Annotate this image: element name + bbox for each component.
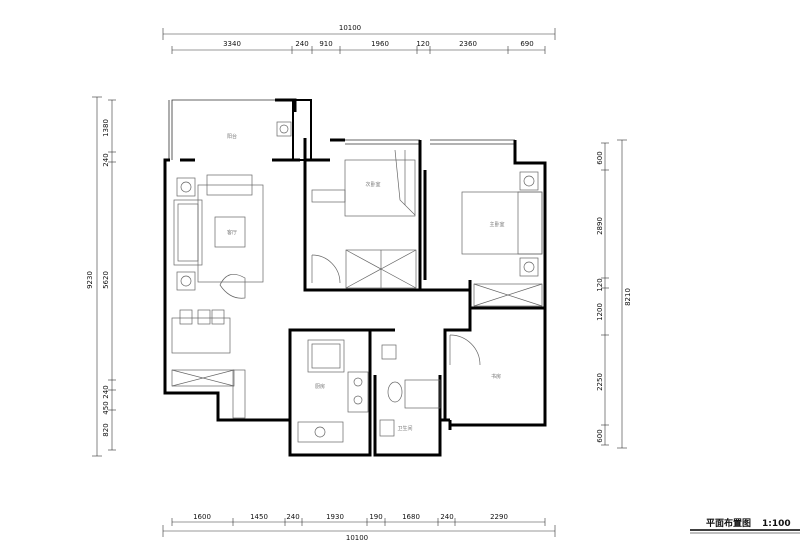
left-seg-4: 240 [102, 385, 110, 398]
left-seg-6: 820 [102, 423, 110, 436]
top-seg-3: 910 [319, 40, 332, 48]
drawing-title: 平面布置图 1:100 [690, 517, 800, 534]
top-seg-2: 240 [295, 40, 308, 48]
left-dimensions: 9230 1380 240 5620 240 450 820 [86, 96, 116, 457]
right-total-label: 8210 [624, 288, 632, 306]
top-seg-7: 690 [520, 40, 533, 48]
room-second-bedroom: 次卧室 [365, 181, 380, 188]
left-seg-5: 450 [102, 401, 110, 414]
right-seg-1: 600 [596, 151, 604, 164]
bottom-seg-3: 240 [286, 513, 299, 521]
top-dimensions: 10100 3340 240 910 1960 120 2360 690 [162, 24, 556, 54]
top-seg-5: 120 [416, 40, 429, 48]
bottom-seg-4: 1930 [326, 513, 344, 521]
room-living: 客厅 [227, 229, 237, 236]
top-total-label: 10100 [339, 24, 361, 32]
right-seg-6: 600 [596, 429, 604, 442]
bottom-seg-6: 1680 [402, 513, 420, 521]
top-seg-4: 1960 [371, 40, 389, 48]
room-kitchen: 厨房 [315, 383, 325, 390]
top-seg-1: 3340 [223, 40, 241, 48]
right-seg-2: 2890 [596, 217, 604, 235]
walls [163, 98, 547, 457]
room-bathroom: 卫生间 [397, 425, 412, 432]
bottom-seg-7: 240 [440, 513, 453, 521]
furniture [171, 121, 543, 443]
drawing-scale: 1:100 [762, 519, 791, 529]
bottom-seg-1: 1600 [193, 513, 211, 521]
drawing-title-text: 平面布置图 [706, 517, 751, 529]
room-balcony: 阳台 [227, 133, 237, 140]
bottom-dimensions: 1600 1450 240 1930 190 1680 240 2290 101… [162, 513, 556, 542]
left-total-label: 9230 [86, 271, 94, 289]
right-seg-3: 120 [596, 278, 604, 291]
top-seg-6: 2360 [459, 40, 477, 48]
bottom-seg-2: 1450 [250, 513, 268, 521]
room-labels: 阳台 客厅 次卧室 主卧室 厨房 书房 卫生间 [227, 133, 505, 432]
right-dimensions: 600 2890 120 1200 2250 600 8210 [596, 139, 632, 449]
bottom-seg-8: 2290 [490, 513, 508, 521]
room-master-bedroom: 主卧室 [489, 221, 504, 228]
left-seg-3: 5620 [102, 271, 110, 289]
bottom-total-label: 10100 [346, 534, 368, 542]
bottom-seg-5: 190 [369, 513, 382, 521]
room-study: 书房 [491, 373, 501, 380]
right-seg-4: 1200 [596, 303, 604, 321]
left-seg-2: 240 [102, 153, 110, 166]
left-seg-1: 1380 [102, 119, 110, 137]
right-seg-5: 2250 [596, 373, 604, 391]
